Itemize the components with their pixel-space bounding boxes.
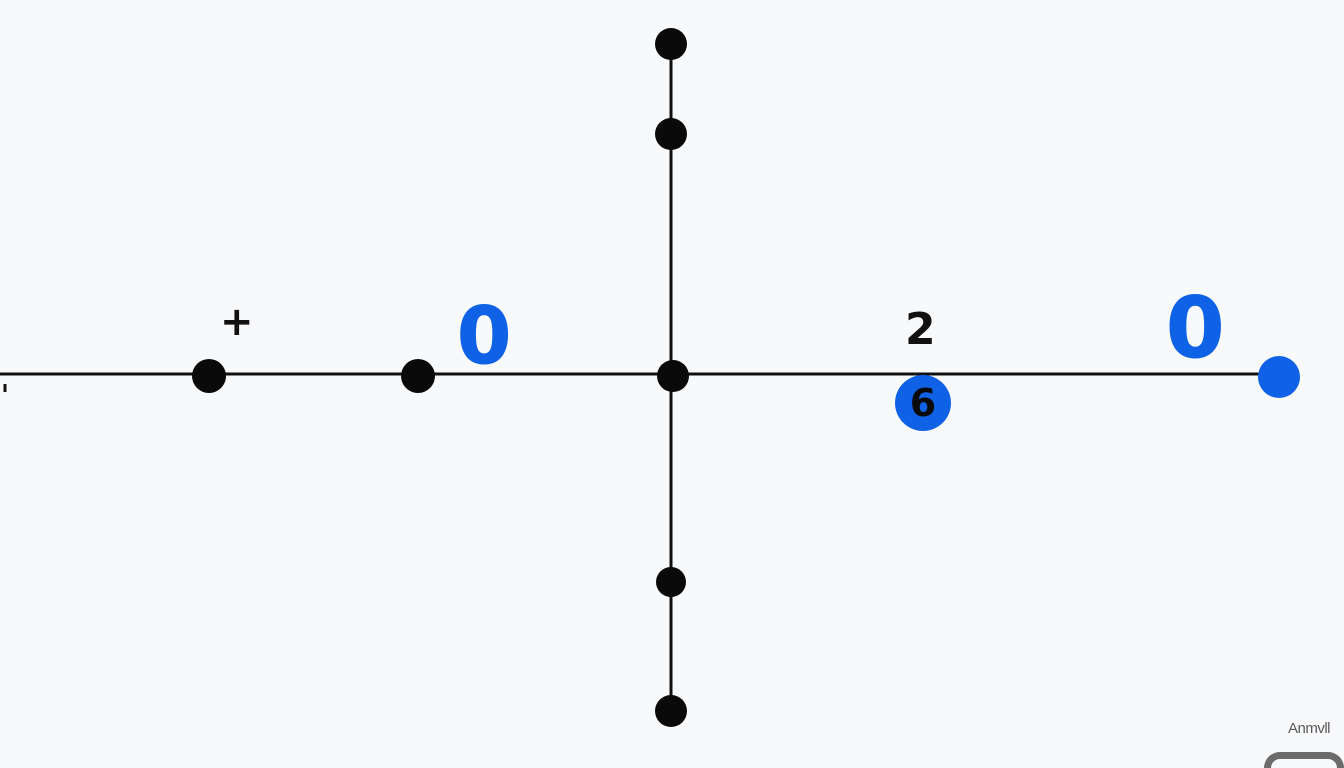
zero-label-left: 0 xyxy=(456,292,512,382)
node-vertical-bottom xyxy=(655,695,687,727)
node-center xyxy=(657,360,689,392)
six-badge: 6 xyxy=(895,375,951,431)
node-horizontal-right-blue xyxy=(1258,356,1300,398)
six-label: 6 xyxy=(909,381,937,425)
node-horizontal-mid-left xyxy=(401,359,435,393)
zero-label-right: 0 xyxy=(1165,279,1225,377)
two-label: 2 xyxy=(905,304,936,355)
node-horizontal-left xyxy=(192,359,226,393)
watermark-logo-shape xyxy=(1264,752,1344,768)
node-vertical-top xyxy=(655,28,687,60)
node-vertical-lower xyxy=(656,567,686,597)
plus-label: + xyxy=(220,299,254,345)
watermark-text: Anmvll xyxy=(1287,720,1331,737)
node-vertical-upper xyxy=(655,118,687,150)
watermark: Anmvll xyxy=(1252,720,1344,768)
